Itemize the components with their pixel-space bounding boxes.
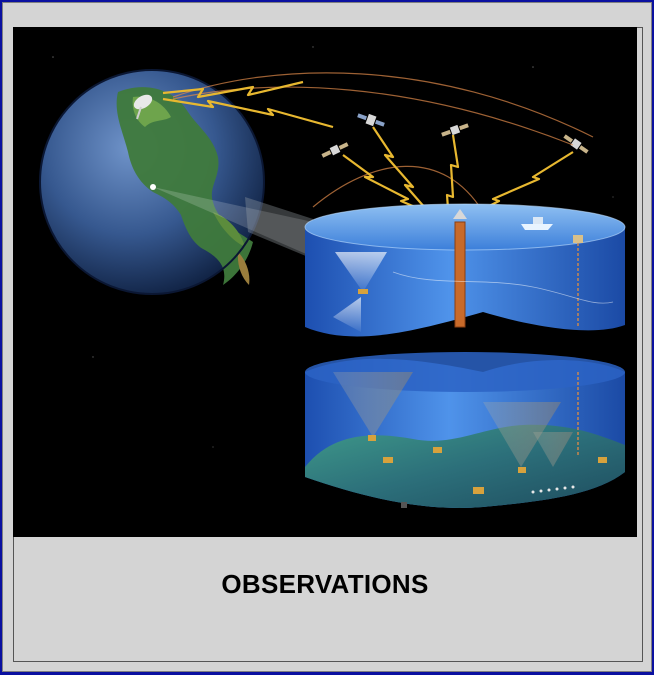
ground-station-icon bbox=[133, 94, 153, 120]
sonar-cone-icon bbox=[335, 252, 387, 292]
lower-ocean-cylinder bbox=[305, 352, 625, 508]
sensor-array bbox=[531, 485, 575, 494]
sonar-cone-icon bbox=[333, 372, 413, 437]
mooring-tower-icon bbox=[453, 209, 467, 328]
buoy-icon bbox=[573, 235, 583, 327]
caption-label: OBSERVATIONS bbox=[221, 568, 429, 599]
ship-icon bbox=[521, 217, 553, 230]
ocean-observing-illustration bbox=[13, 27, 637, 537]
satellite-icon bbox=[321, 113, 589, 158]
orbit-arcs bbox=[172, 72, 594, 213]
star-field bbox=[52, 46, 614, 448]
zoom-wedge bbox=[245, 197, 313, 259]
seafloor-sensor-icon bbox=[368, 435, 607, 508]
signal-bolt-icon bbox=[162, 80, 574, 223]
upper-ocean-cylinder bbox=[304, 203, 626, 337]
earth-globe-icon bbox=[39, 69, 313, 295]
